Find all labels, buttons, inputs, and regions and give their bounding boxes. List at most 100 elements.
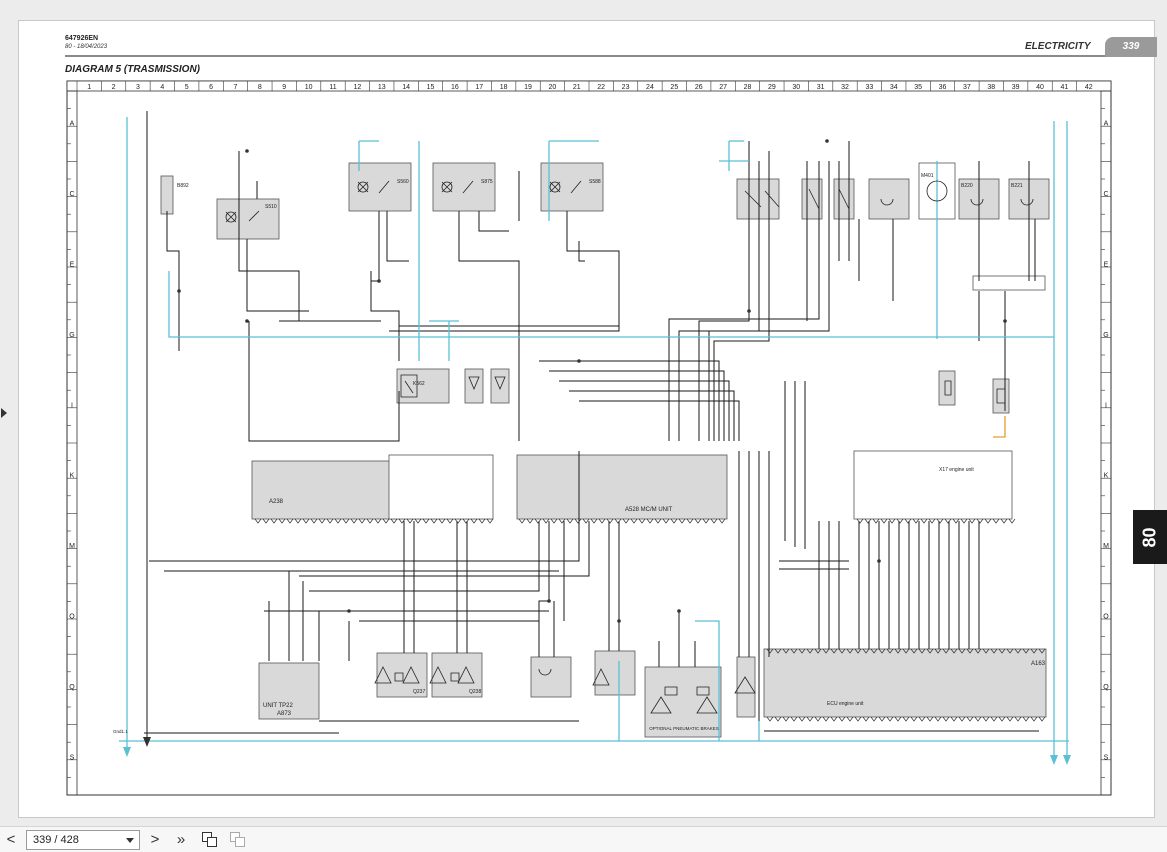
connector-pin <box>928 518 936 524</box>
double-chevron-right-icon[interactable]: » <box>176 831 186 848</box>
connector-pin <box>910 716 918 722</box>
connector-pin <box>790 716 798 722</box>
connector-pin <box>894 716 902 722</box>
row-label: S <box>70 754 75 761</box>
connector-pin <box>366 518 374 524</box>
column-label: 4 <box>160 84 164 91</box>
connector-pin <box>478 518 486 524</box>
connector-pin <box>926 648 934 654</box>
chevron-left-icon[interactable]: < <box>6 831 16 848</box>
connector-pin <box>822 648 830 654</box>
connector-pin <box>710 518 718 524</box>
connector-pin <box>774 648 782 654</box>
connector-pin <box>678 518 686 524</box>
column-label: 38 <box>987 84 995 91</box>
label-q237: Q237 <box>413 689 426 695</box>
connector-pin <box>342 518 350 524</box>
connector-pin <box>318 518 326 524</box>
row-label: I <box>71 402 73 409</box>
connector-pin <box>974 716 982 722</box>
label-brakes: OPTIONAL PNEUMATIC BRAKES <box>649 726 719 731</box>
connector-pin <box>888 518 896 524</box>
row-label: A <box>70 121 75 128</box>
connector-pin <box>422 518 430 524</box>
connector-pin <box>646 518 654 524</box>
connector-pin <box>918 648 926 654</box>
label-ecu: ECU engine unit <box>827 701 864 707</box>
module-k514 <box>464 368 484 404</box>
row-label: Q <box>69 684 75 691</box>
column-label: 25 <box>670 84 678 91</box>
connector-pin <box>654 518 662 524</box>
module-q136 <box>594 650 636 696</box>
connector-pin <box>950 716 958 722</box>
row-label: I <box>1105 402 1107 409</box>
connector-pin <box>904 518 912 524</box>
black-wires <box>144 111 1039 741</box>
chevron-right-icon[interactable]: > <box>150 831 160 848</box>
connector-pin <box>262 518 270 524</box>
connector-pin <box>872 518 880 524</box>
column-label: 30 <box>792 84 800 91</box>
connector-pin <box>518 518 526 524</box>
connector-pin <box>1006 648 1014 654</box>
connector-pin <box>862 648 870 654</box>
connector-pin <box>638 518 646 524</box>
column-label: 17 <box>475 84 483 91</box>
connector-pin <box>968 518 976 524</box>
connector-pin <box>920 518 928 524</box>
connector-pin <box>334 518 342 524</box>
connector-pin <box>718 518 726 524</box>
column-label: 26 <box>695 84 703 91</box>
connector-pin <box>374 518 382 524</box>
connector-pin <box>294 518 302 524</box>
column-label: 37 <box>963 84 971 91</box>
connector-pin <box>390 518 398 524</box>
connector-pin <box>790 648 798 654</box>
connector-pin <box>998 648 1006 654</box>
label-s510: S510 <box>265 204 277 210</box>
row-label: E <box>70 261 75 268</box>
label-s875: S875 <box>481 179 493 185</box>
connector-pin <box>910 648 918 654</box>
page-select[interactable]: 339 / 428 <box>26 830 140 850</box>
module-b514 <box>938 370 956 406</box>
connector-pin <box>952 518 960 524</box>
connector-pin <box>774 716 782 722</box>
connector-pin <box>1030 716 1038 722</box>
page-duplicate-icon[interactable] <box>202 832 218 848</box>
connector-pin <box>454 518 462 524</box>
viewer-toolbar: < 339 / 428 > » <box>0 826 1167 852</box>
connector-pin <box>302 518 310 524</box>
connector-pin <box>798 716 806 722</box>
triangle-right-icon[interactable] <box>1 408 7 418</box>
label-s560: S560 <box>397 179 409 185</box>
column-label: 28 <box>744 84 752 91</box>
highlight-wires <box>119 117 1069 761</box>
chapter-number: 80 <box>1139 526 1160 548</box>
connector-pin <box>934 716 942 722</box>
connector-pin <box>992 518 1000 524</box>
connector-pin <box>878 716 886 722</box>
connector-pin <box>798 648 806 654</box>
connector-pin <box>574 518 582 524</box>
connector-pin <box>406 518 414 524</box>
connector-pin <box>958 716 966 722</box>
row-label: O <box>1103 613 1109 620</box>
module-b4x <box>868 178 910 220</box>
row-label: Q <box>1103 684 1109 691</box>
connector-pin <box>1014 648 1022 654</box>
page-split-icon[interactable] <box>230 832 246 848</box>
module-s580 <box>530 656 572 698</box>
row-label: M <box>1103 543 1109 550</box>
diagram-title: DIAGRAM 5 (TRASMISSION) <box>65 64 200 75</box>
row-label: S <box>1104 754 1109 761</box>
connector-pin <box>838 648 846 654</box>
connector-pin <box>358 518 366 524</box>
connector-pin <box>814 716 822 722</box>
connector-pin <box>864 518 872 524</box>
